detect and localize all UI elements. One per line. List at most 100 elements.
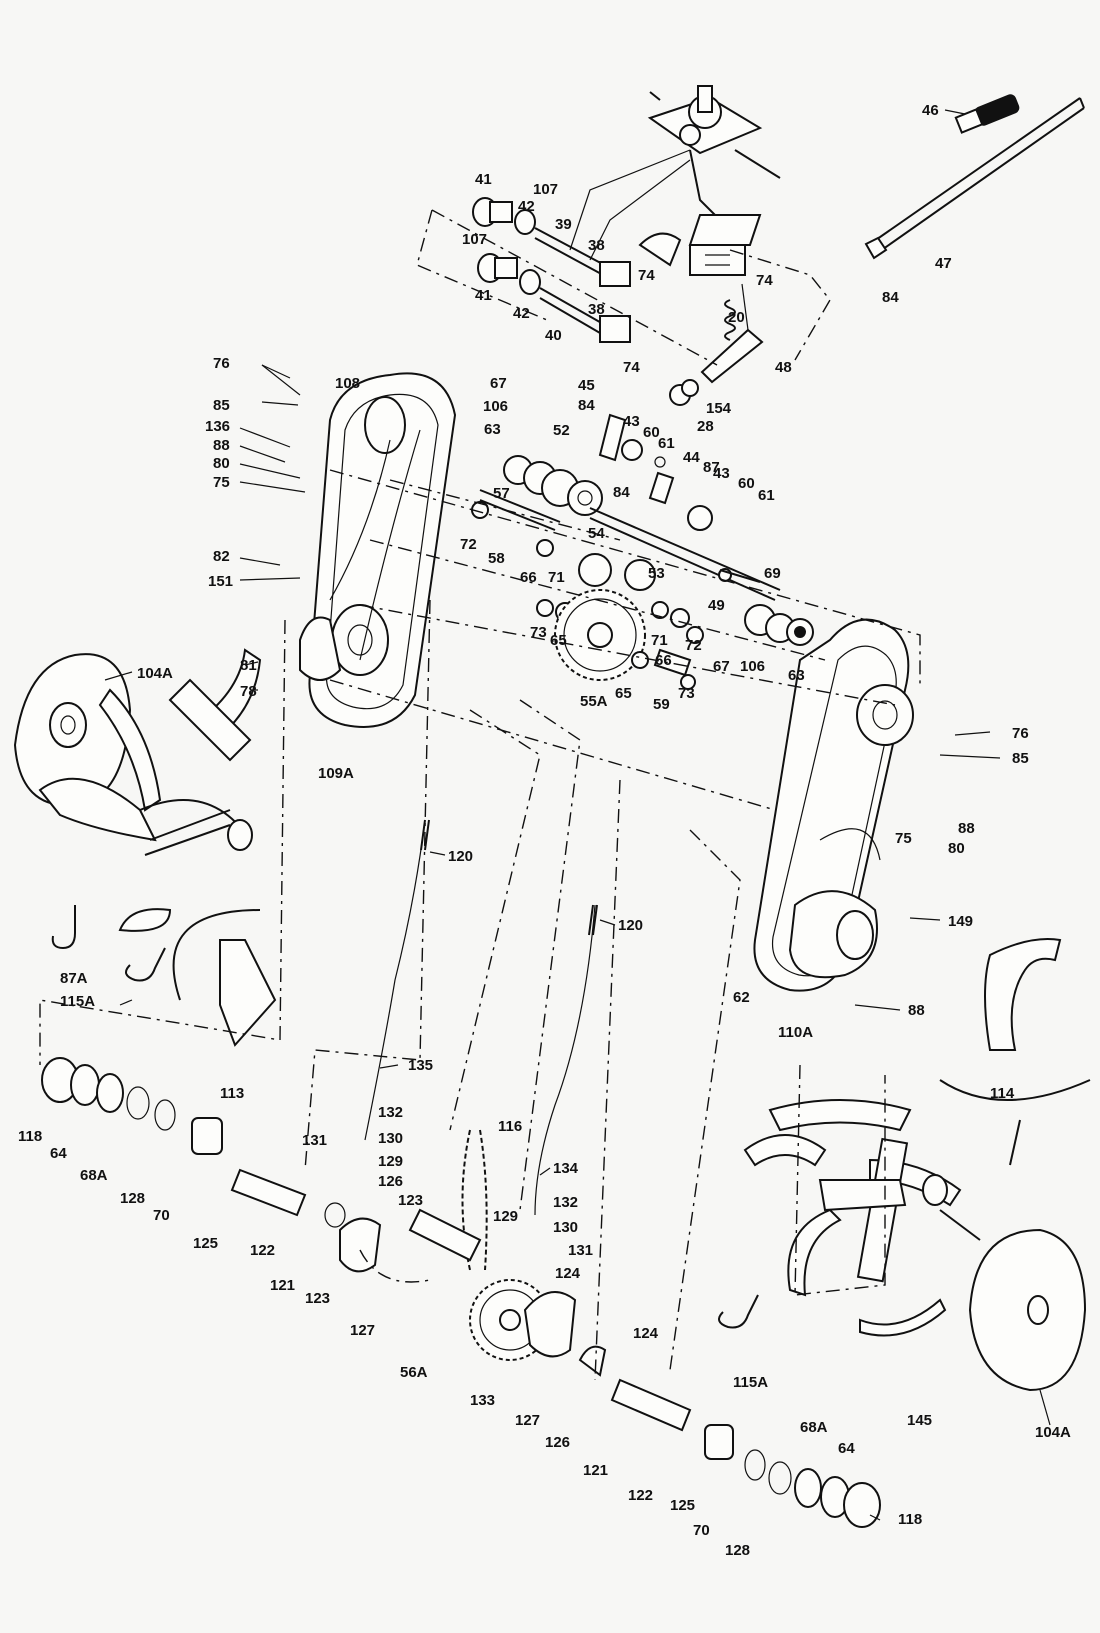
- part-label: 81: [240, 657, 257, 674]
- part-label: 55A: [580, 693, 608, 710]
- part-label: 41: [475, 171, 492, 188]
- part-label: 42: [513, 305, 530, 322]
- part-label: 58: [488, 550, 505, 567]
- part-label: 75: [213, 474, 230, 491]
- part-label: 72: [685, 637, 702, 654]
- part-label: 126: [545, 1434, 570, 1451]
- loose-tine-blade: [939, 938, 1091, 1166]
- part-label: 131: [568, 1242, 593, 1259]
- spring-bolt: [669, 283, 764, 406]
- part-label: 68A: [80, 1167, 108, 1184]
- part-label: 48: [775, 359, 792, 376]
- part-label: 44: [683, 449, 700, 466]
- part-label: 135: [408, 1057, 433, 1074]
- part-label: 106: [740, 658, 765, 675]
- left-tine-assembly: [13, 648, 277, 1047]
- part-label: 128: [120, 1190, 145, 1207]
- part-label: 38: [588, 301, 605, 318]
- part-label: 49: [708, 597, 725, 614]
- part-label: 59: [653, 696, 670, 713]
- part-label: 106: [483, 398, 508, 415]
- part-label: 120: [618, 917, 643, 934]
- part-label: 104A: [1035, 1424, 1071, 1441]
- part-label: 67: [490, 375, 507, 392]
- part-label: 134: [553, 1160, 579, 1177]
- part-label: 62: [733, 989, 750, 1006]
- part-label: 41: [475, 287, 492, 304]
- part-label: 132: [553, 1194, 578, 1211]
- part-label: 72: [460, 536, 477, 553]
- lower-sprocket: [339, 1208, 577, 1361]
- part-label: 74: [756, 272, 773, 289]
- part-label: 73: [678, 685, 695, 702]
- part-label: 87: [703, 459, 720, 476]
- part-label: 123: [398, 1192, 423, 1209]
- part-label: 64: [838, 1440, 855, 1457]
- part-label: 82: [213, 548, 230, 565]
- gearbox-top: [569, 85, 781, 276]
- part-label: 131: [302, 1132, 327, 1149]
- part-label: 133: [470, 1392, 495, 1409]
- part-label: 118: [18, 1128, 42, 1145]
- part-label: 116: [498, 1118, 522, 1135]
- part-label: 115A: [733, 1374, 768, 1391]
- part-label: 126: [378, 1173, 403, 1190]
- gear-stack: [471, 413, 814, 690]
- part-labels: 46 41 107 42 39 38 74 47 107 41 42 38 74…: [18, 102, 1071, 1559]
- part-label: 130: [553, 1219, 578, 1236]
- part-label: 120: [448, 848, 473, 865]
- part-label: 28: [697, 418, 714, 435]
- part-label: 60: [738, 475, 755, 492]
- part-label: 145: [907, 1412, 932, 1429]
- part-label: 129: [493, 1208, 518, 1225]
- illustration: [13, 85, 1091, 1528]
- part-label: 108: [335, 375, 360, 392]
- part-label: 39: [555, 216, 572, 233]
- handle-rod: [864, 97, 1085, 260]
- part-label: 149: [948, 913, 973, 930]
- part-label: 60: [643, 424, 660, 441]
- part-label: 20: [728, 309, 745, 326]
- part-label: 132: [378, 1104, 403, 1121]
- part-label: 121: [270, 1277, 295, 1294]
- part-label: 127: [515, 1412, 540, 1429]
- part-label: 104A: [137, 665, 173, 682]
- part-label: 74: [638, 267, 655, 284]
- part-label: 63: [484, 421, 501, 438]
- part-label: 70: [153, 1207, 170, 1224]
- part-label: 113: [220, 1085, 244, 1102]
- part-label: 107: [533, 181, 558, 198]
- part-label: 130: [378, 1130, 403, 1147]
- part-label: 76: [1012, 725, 1029, 742]
- part-label: 78: [240, 683, 257, 700]
- left-chain-case: [299, 372, 457, 728]
- part-label: 154: [706, 400, 732, 417]
- part-label: 45: [578, 377, 595, 394]
- part-label: 75: [895, 830, 912, 847]
- part-label: 67: [713, 658, 730, 675]
- part-label: 42: [518, 198, 535, 215]
- part-label: 122: [250, 1242, 275, 1259]
- part-label: 151: [208, 573, 233, 590]
- grip-part: [954, 94, 1020, 134]
- part-label: 43: [623, 413, 640, 430]
- part-label: 85: [1012, 750, 1029, 767]
- part-label: 54: [588, 525, 605, 542]
- right-axle-stack: [578, 1345, 881, 1528]
- part-label: 136: [205, 418, 230, 435]
- part-label: 65: [550, 632, 567, 649]
- part-label: 124: [555, 1265, 581, 1282]
- part-label: 84: [578, 397, 595, 414]
- part-label: 114: [990, 1085, 1015, 1102]
- part-label: 85: [213, 397, 230, 414]
- part-label: 115A: [60, 993, 95, 1010]
- part-label: 123: [305, 1290, 330, 1307]
- part-label: 53: [648, 565, 665, 582]
- part-label: 74: [623, 359, 640, 376]
- part-label: 65: [615, 685, 632, 702]
- leader-lines: [104, 109, 1051, 1521]
- part-label: 107: [462, 231, 487, 248]
- part-label: 127: [350, 1322, 375, 1339]
- part-label: 43: [713, 465, 730, 482]
